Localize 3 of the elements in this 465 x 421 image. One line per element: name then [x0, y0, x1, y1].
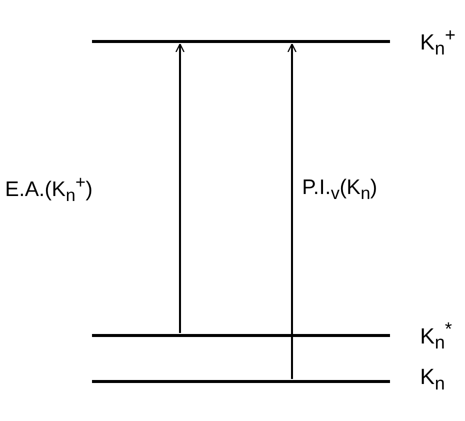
arrow [287, 43, 297, 379]
level-label: K$_{n}$ [420, 366, 445, 393]
arrow [175, 43, 185, 333]
